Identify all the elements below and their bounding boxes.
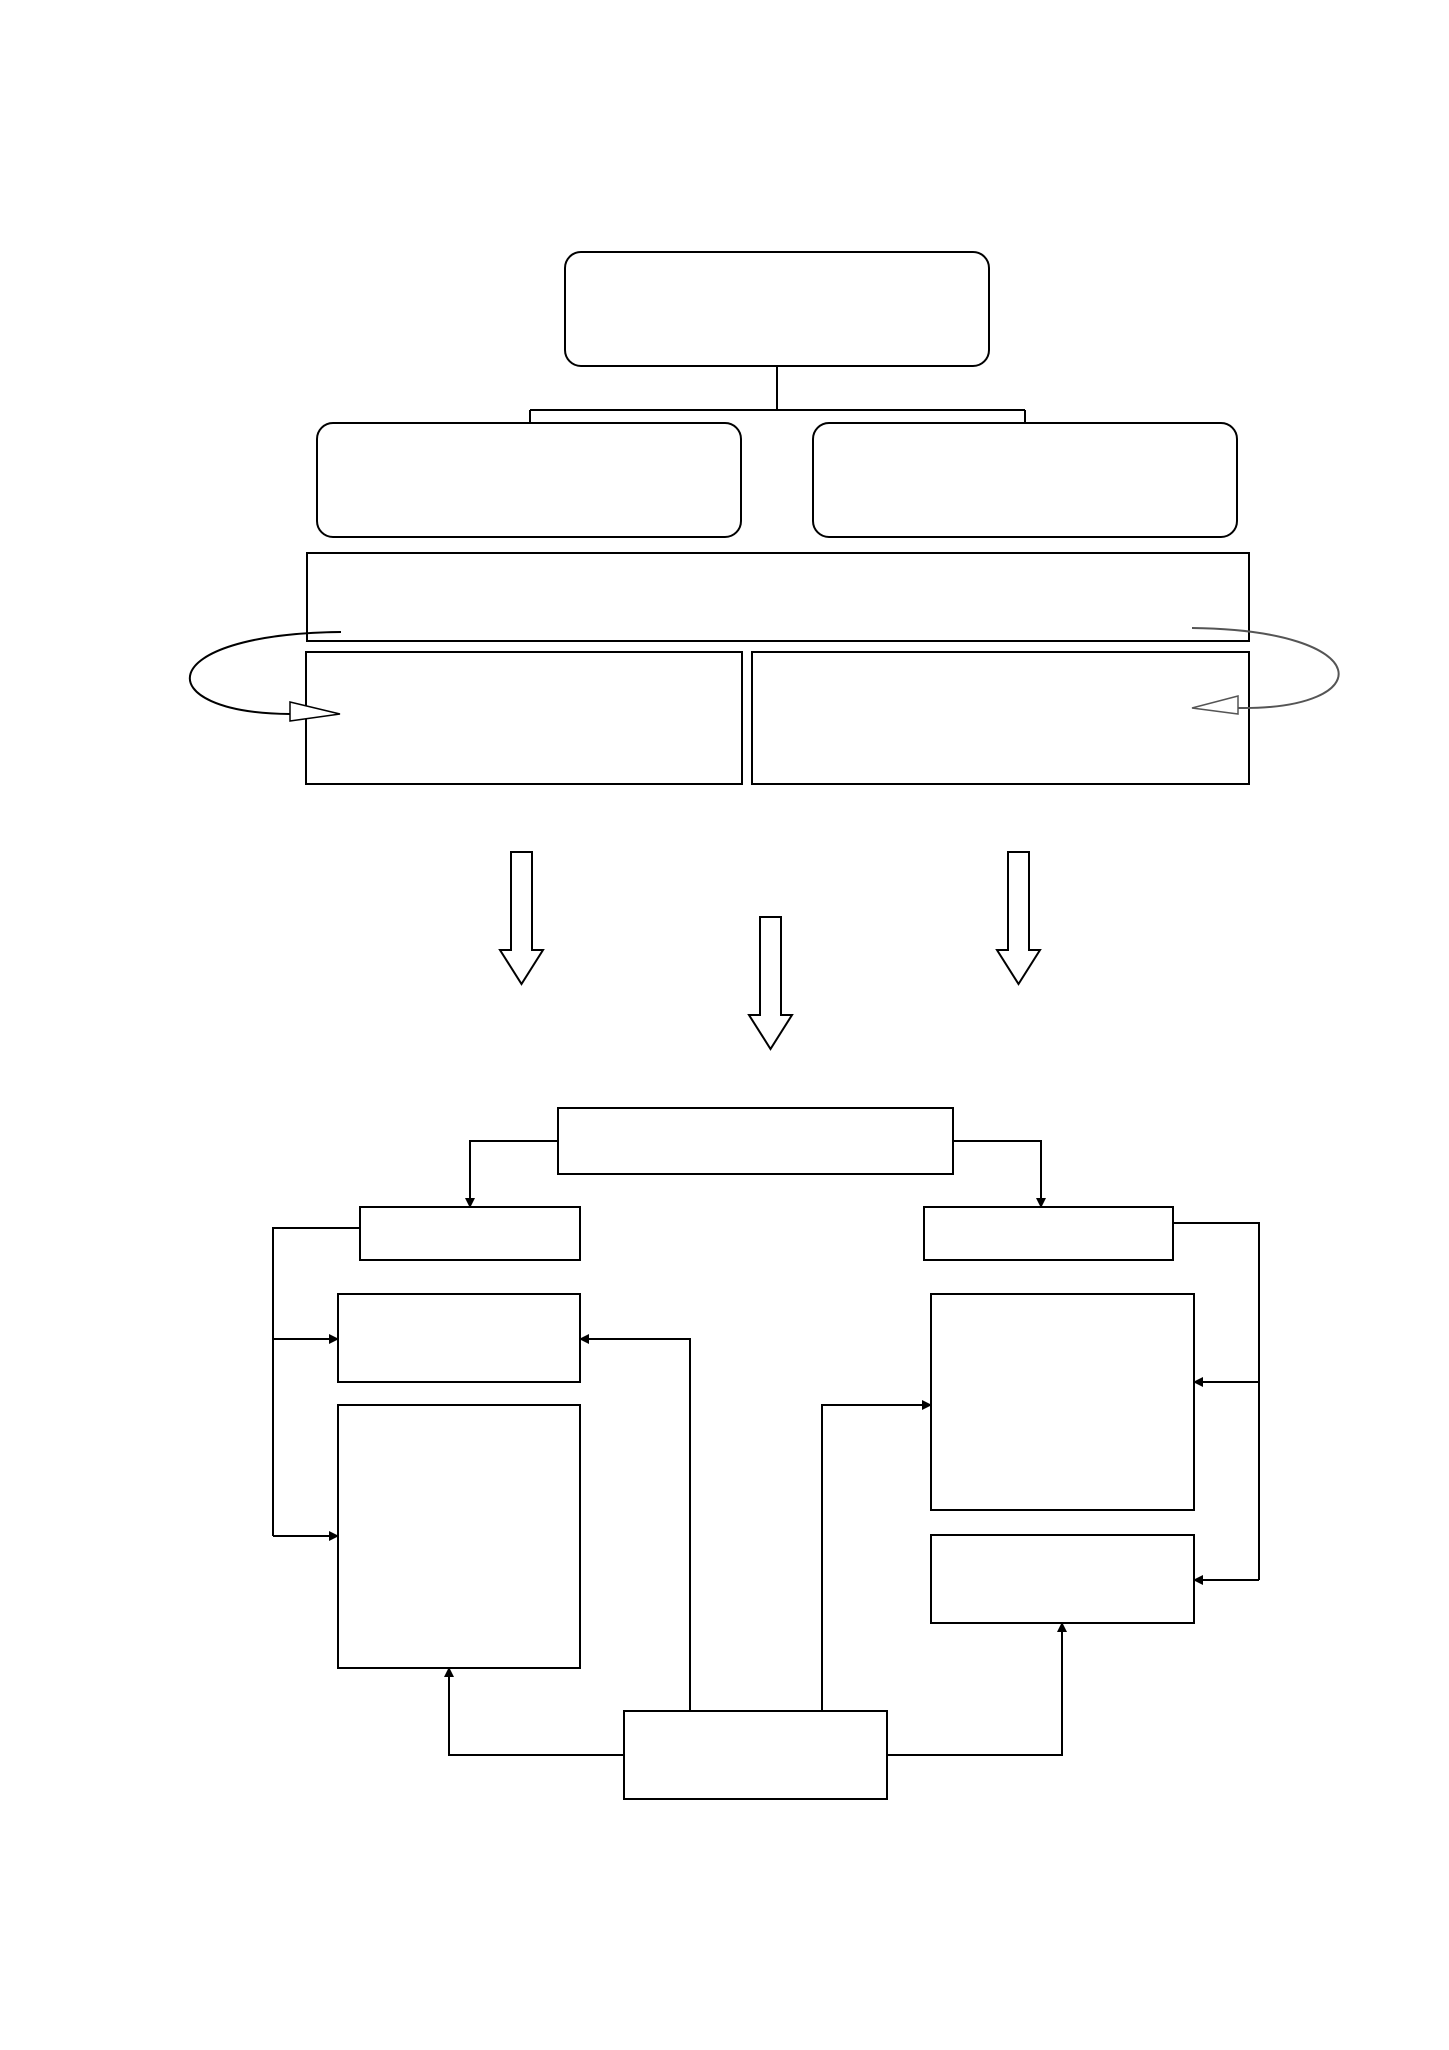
left-tall-box (337, 1404, 581, 1669)
connector-top-to-right-header (953, 1140, 1046, 1208)
lower-box-left (305, 651, 743, 785)
connector-bottom-to-left-small (579, 1334, 691, 1711)
left-small-box (337, 1293, 581, 1383)
upper-section (305, 251, 1250, 785)
branch-box-left (316, 422, 742, 538)
lower-box-right (751, 651, 1250, 785)
top-box (564, 251, 990, 367)
connector-bottom-to-left-tall (444, 1667, 624, 1756)
left-header-box (359, 1206, 581, 1261)
transition-arrows (498, 851, 1042, 1051)
down-arrow-right (995, 851, 1042, 986)
down-arrow-center (747, 916, 794, 1051)
left-loop-arrow (188, 631, 342, 722)
lower-top-box (557, 1107, 954, 1175)
connector-top-to-left-header (465, 1140, 558, 1208)
connector-bottom-to-right-tall (821, 1400, 932, 1711)
connector-bottom-to-right-small (887, 1622, 1067, 1756)
bottom-box (623, 1710, 888, 1800)
down-arrow-left (498, 851, 545, 986)
wide-box (306, 552, 1250, 642)
branch-box-right (812, 422, 1238, 538)
connector-right-rail (1173, 1222, 1260, 1580)
right-header-box (923, 1206, 1174, 1261)
lower-connectors (272, 1140, 1260, 1756)
right-loop-arrow (1191, 627, 1340, 715)
connector-left-rail (272, 1227, 360, 1536)
right-small-box (930, 1534, 1195, 1624)
lower-section (337, 1107, 1195, 1800)
right-tall-box (930, 1293, 1195, 1511)
